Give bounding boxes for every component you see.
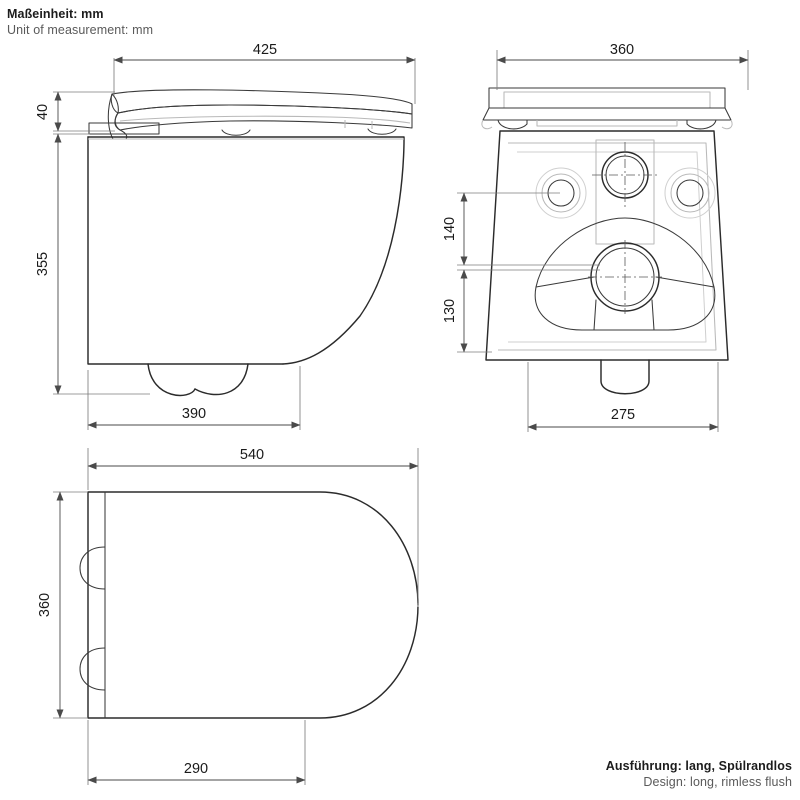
dimension-label-290: 290: [184, 761, 208, 777]
dimension-label-130: 130: [442, 299, 458, 323]
dimension-seat-thickness: 40: [35, 91, 115, 132]
dimension-label-275: 275: [611, 407, 635, 423]
unit-of-measurement-note: Maßeinheit: mm Unit of measurement: mm: [7, 6, 153, 38]
dimension-label-360-front: 360: [610, 42, 634, 58]
dimension-body-width: 275: [527, 362, 719, 432]
dimension-plan-width: 360: [37, 491, 88, 719]
front-bowl-outlet: [534, 217, 716, 331]
dimension-label-140: 140: [442, 217, 458, 241]
dimension-lower-bolt-spacing: 130: [442, 269, 600, 353]
view-side-elevation: 425 40 355 390: [35, 42, 416, 430]
dimension-side-length: 425: [113, 42, 416, 104]
dimension-upper-bolt-spacing: 140: [442, 192, 600, 266]
side-seat-lid: [107, 89, 413, 140]
side-outlet: [147, 363, 249, 397]
view-plan: 540 360 290: [37, 447, 419, 785]
dimension-label-40: 40: [35, 104, 51, 120]
dimension-side-height: 355: [35, 133, 150, 395]
dimension-label-425: 425: [253, 42, 277, 58]
design-note: Ausführung: lang, Spülrandlos Design: lo…: [606, 758, 792, 790]
front-body: [485, 130, 729, 361]
front-seat-lid: [481, 87, 733, 130]
design-note-de: Ausführung: lang, Spülrandlos: [605, 759, 792, 773]
side-bowl-body: [87, 136, 405, 365]
dimension-seat-width: 360: [496, 42, 749, 90]
side-seat-bumpers: [221, 128, 397, 136]
dimension-label-540: 540: [240, 447, 264, 463]
dimension-bowl-depth: 390: [87, 366, 301, 430]
dimension-label-390: 390: [182, 406, 206, 422]
plan-outline: [87, 491, 419, 719]
dimension-label-360-plan: 360: [37, 593, 53, 617]
front-outlet-pipe: [600, 359, 650, 395]
side-hinge-plate: [88, 122, 160, 135]
unit-note-en: Unit of measurement: mm: [7, 23, 154, 37]
plan-hinge-bumps: [79, 546, 106, 691]
dimension-plan-length: 540: [87, 447, 419, 605]
dimension-label-355: 355: [35, 252, 51, 276]
unit-note-de: Maßeinheit: mm: [7, 7, 104, 21]
front-bolt-holes: [535, 167, 716, 219]
dimension-plan-back-length: 290: [87, 720, 306, 785]
design-note-en: Design: long, rimless flush: [643, 775, 792, 789]
front-flush-inlet: [592, 139, 658, 245]
view-rear-elevation: 360 140 130 275: [442, 42, 749, 432]
